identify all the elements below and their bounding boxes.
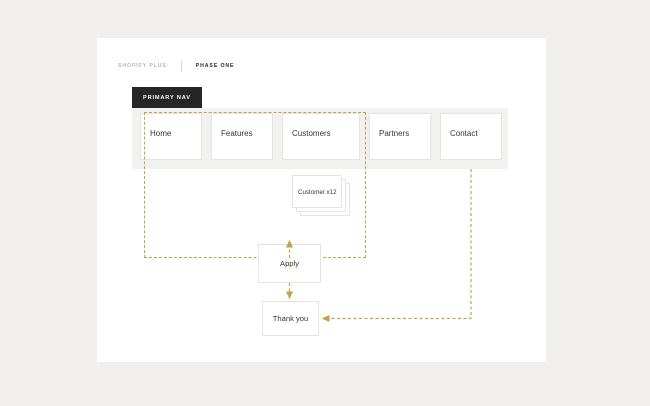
breadcrumb: SHOPIFY PLUS PHASE ONE [118, 60, 234, 72]
flow-node-label: Thank you [272, 314, 309, 323]
primary-nav-badge-label: PRIMARY NAV [143, 95, 191, 101]
nav-item-customers[interactable]: Customers [282, 113, 360, 160]
flow-node-apply[interactable]: Apply [258, 244, 321, 283]
nav-item-label: Contact [450, 129, 478, 138]
nav-item-features[interactable]: Features [211, 113, 273, 160]
breadcrumb-item-phase-one[interactable]: PHASE ONE [195, 63, 235, 69]
nav-item-partners[interactable]: Partners [369, 113, 431, 160]
flow-node-label: Apply [280, 259, 299, 268]
nav-item-label: Partners [379, 129, 410, 138]
customer-card-stack[interactable]: Customer x12 [292, 175, 350, 216]
customer-card-layer-front: Customer x12 [292, 175, 342, 208]
primary-nav-items: Home Features Customers Partners Contact [140, 113, 502, 160]
flow-node-thank-you[interactable]: Thank you [262, 301, 319, 336]
nav-item-label: Features [221, 129, 253, 138]
customer-card-label: Customer x12 [298, 189, 337, 196]
primary-nav-badge: PRIMARY NAV [132, 87, 202, 109]
breadcrumb-item-shopify-plus[interactable]: SHOPIFY PLUS [118, 63, 167, 69]
nav-item-home[interactable]: Home [140, 113, 202, 160]
nav-item-label: Home [150, 129, 172, 138]
breadcrumb-separator [180, 60, 182, 72]
nav-item-contact[interactable]: Contact [440, 113, 502, 160]
nav-item-label: Customers [292, 129, 331, 138]
wireframe-artboard: SHOPIFY PLUS PHASE ONE PRIMARY NAV Home … [97, 38, 546, 362]
